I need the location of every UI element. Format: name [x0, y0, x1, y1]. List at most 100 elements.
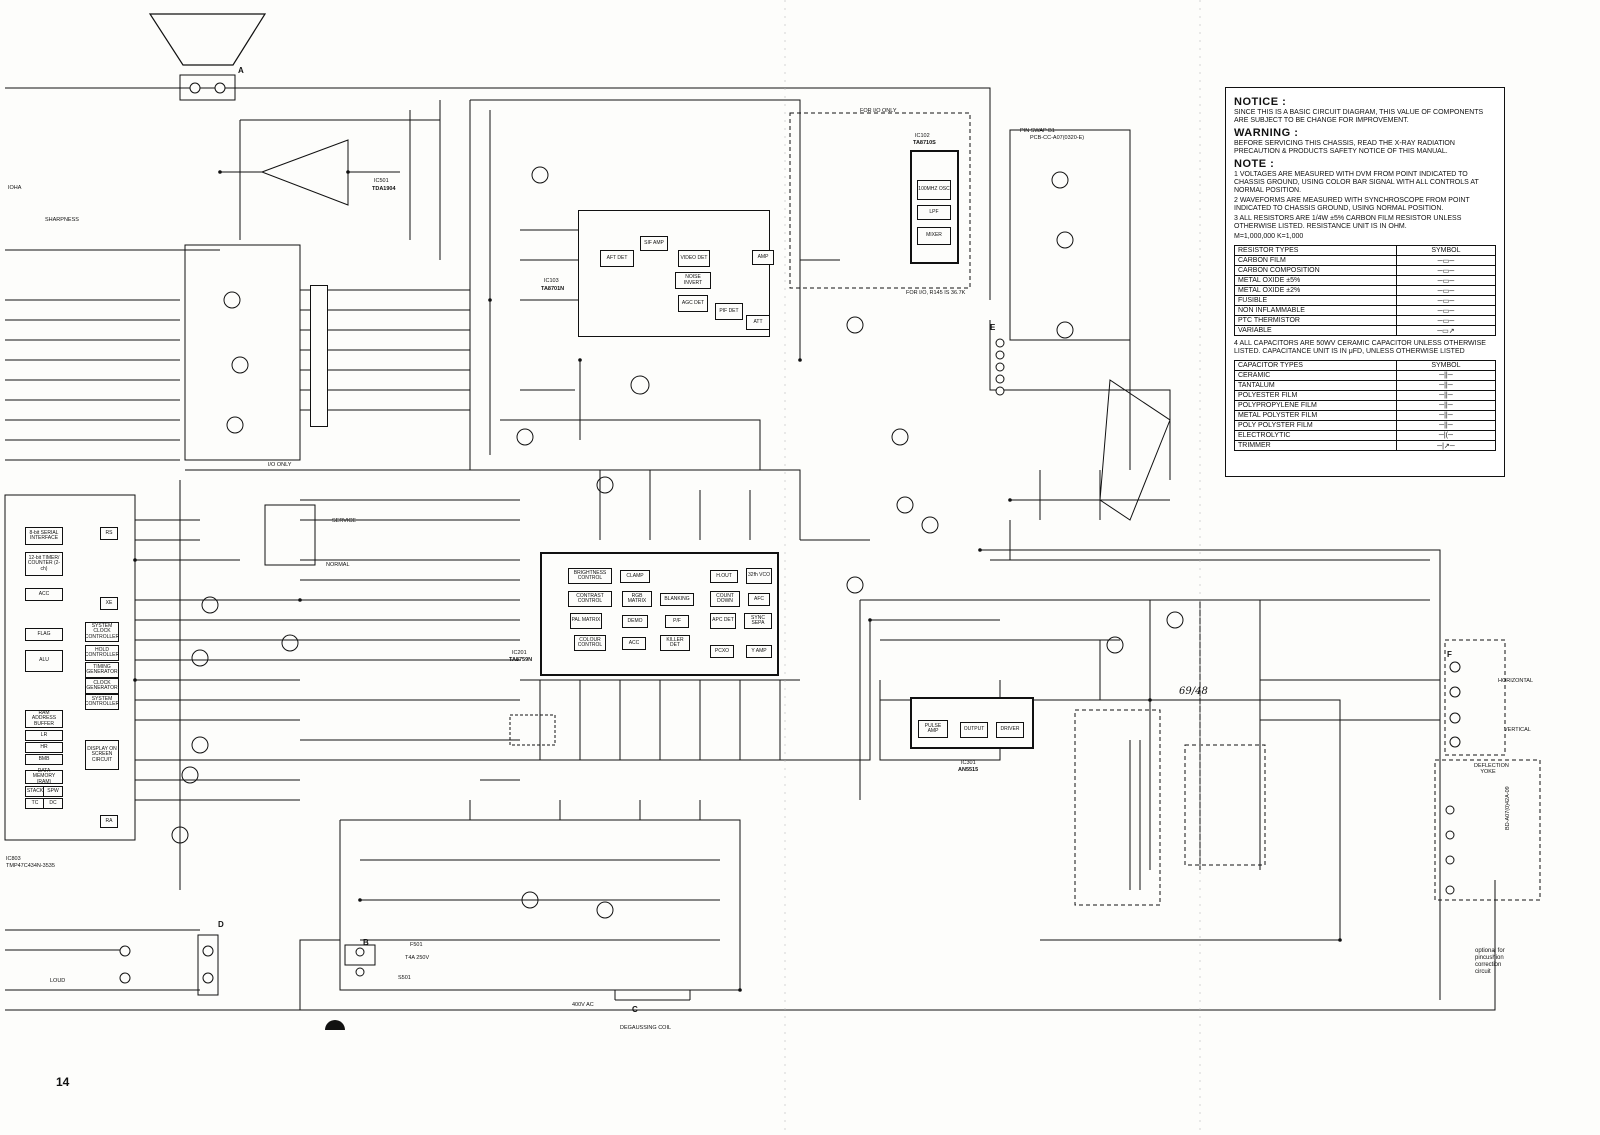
chroma-count-down: COUNT DOWN — [710, 591, 740, 607]
if-block-noise-invert: NOISE INVERT — [675, 272, 711, 289]
capacitor-symbol: ─||─ — [1395, 400, 1497, 411]
ic-chroma-part: TA8759N — [509, 657, 533, 663]
connector-d: D — [218, 920, 224, 929]
vertical-label: VERTICAL — [1504, 727, 1531, 733]
chroma-y-amp: Y AMP — [746, 645, 772, 658]
chroma-brightness: BRIGHTNESS CONTROL — [568, 568, 612, 584]
resistor-header-type: RESISTOR TYPES — [1234, 245, 1397, 256]
deflection-yoke-label: DEFLECTION YOKE — [1474, 763, 1509, 775]
capacitor-symbol: ─||─ — [1395, 420, 1497, 431]
micro-system-controller: SYSTEM CONTROLLER — [85, 694, 119, 710]
fuse-ref: F501 — [410, 942, 423, 948]
ic-if-part: TA8701N — [541, 286, 565, 292]
capacitor-symbol: ─||─ — [1395, 380, 1497, 391]
vert-driver: DRIVER — [996, 722, 1024, 738]
capacitor-type-row: POLYPROPYLENE FILM — [1234, 400, 1397, 411]
resistor-type-row: CARBON COMPOSITION — [1234, 265, 1397, 276]
micro-rs: RS — [100, 527, 118, 540]
resistor-symbol: ─▭↗ — [1395, 325, 1497, 336]
micro-tc: TC — [25, 798, 45, 809]
micro-system-clock: SYSTEM CLOCK CONTROLLER — [85, 622, 119, 642]
micro-lr: LR — [25, 730, 63, 741]
ac-note: 400V AC — [572, 1002, 594, 1008]
chroma-apc-det: APC DET — [710, 613, 736, 629]
chroma-clamp: CLAMP — [620, 570, 650, 583]
micro-xe: XE — [100, 597, 118, 610]
note-1: 1 VOLTAGES ARE MEASURED WITH DVM FROM PO… — [1234, 171, 1479, 194]
resistor-type-row: CARBON FILM — [1234, 255, 1397, 266]
resistor-type-row: VARIABLE — [1234, 325, 1397, 336]
capacitor-type-row: ELECTROLYTIC — [1234, 430, 1397, 441]
tuner-block-osc: 100MHZ OSC — [917, 180, 951, 200]
if-ic-box — [578, 210, 770, 337]
sharpness-label: SHARPNESS — [45, 217, 79, 223]
note-4: M=1,000,000 K=1,000 — [1234, 233, 1304, 240]
chroma-pf: P/F — [665, 615, 689, 628]
micro-flag: FLAG — [25, 628, 63, 641]
ic-tuner-ref: IC102 — [915, 133, 930, 139]
chroma-vco: 32fh VCO — [746, 568, 772, 584]
micro-timing-generator: TIMING GENERATOR — [85, 662, 119, 678]
ic-audio-part: TDA1904 — [372, 186, 396, 192]
resistor-symbol: ─▭─ — [1395, 285, 1497, 296]
ic-chroma-ref: IC201 — [512, 650, 527, 656]
resistor-type-row: METAL OXIDE ±5% — [1234, 275, 1397, 286]
capacitor-type-row: POLY POLYSTER FILM — [1234, 420, 1397, 431]
pcb-label: PCB-CC-A07(0320-E) — [1030, 135, 1085, 141]
handwritten-note: 69/48 — [1179, 686, 1208, 697]
io-only-label: I/O ONLY — [268, 462, 292, 468]
resistor-type-row: NON INFLAMMABLE — [1234, 305, 1397, 316]
chroma-rgb-matrix: RGB MATRIX — [622, 591, 652, 607]
capacitor-type-row: TANTALUM — [1234, 380, 1397, 391]
micro-data-memory: DATA MEMORY (RAM) — [25, 768, 63, 785]
micro-alu: ALU — [25, 650, 63, 672]
micro-hr: HR — [25, 742, 63, 753]
if-block-agc-det: AGC DET — [678, 295, 708, 312]
resistor-symbol: ─▭─ — [1395, 255, 1497, 266]
connector-a: A — [238, 66, 244, 75]
resistor-symbol: ─▭─ — [1395, 305, 1497, 316]
note-3: 3 ALL RESISTORS ARE 1/4W ±5% CARBON FILM… — [1234, 215, 1462, 230]
if-block-sif-amp: SIF AMP — [640, 236, 668, 251]
tuner-block-mixer: MIXER — [917, 227, 951, 245]
micro-clock-generator: CLOCK GENERATOR — [85, 678, 119, 694]
chroma-demo: DEMO — [622, 615, 648, 628]
degaussing-coil-label: DEGAUSSING COIL — [620, 1025, 672, 1031]
pin-header — [310, 285, 328, 427]
fuse-value: T4A 250V — [405, 955, 430, 961]
vert-pulse-amp: PULSE AMP — [918, 720, 948, 738]
connector-e: E — [990, 323, 996, 332]
micro-acc: ACC — [25, 588, 63, 601]
chroma-blanking: BLANKING — [660, 593, 694, 606]
capacitor-type-row: METAL POLYSTER FILM — [1234, 410, 1397, 421]
micro-serial-interface: 8-bit SERIAL INTERFACE — [25, 527, 63, 545]
tuner-block-lpf: LPF — [917, 205, 951, 220]
connector-c: C — [632, 1005, 638, 1014]
micro-hold-controller: HOLD CONTROLLER — [85, 645, 119, 661]
resistor-symbol: ─▭─ — [1395, 265, 1497, 276]
chroma-h-out: H.OUT — [710, 570, 738, 583]
if-block-pif-det: PIF DET — [715, 303, 743, 320]
micro-dc: DC — [43, 798, 63, 809]
capacitor-type-row: POLYESTER FILM — [1234, 390, 1397, 401]
if-block-aft-det: AFT DET — [600, 250, 634, 267]
capacitor-type-row: TRIMMER — [1234, 440, 1397, 451]
resistor-symbol: ─▭─ — [1395, 275, 1497, 286]
chroma-contrast: CONTRAST CONTROL — [568, 591, 612, 607]
chroma-afc: AFC — [748, 593, 770, 606]
resistor-header-symbol: SYMBOL — [1395, 245, 1497, 256]
connector-b: B — [363, 938, 369, 947]
note-2: 2 WAVEFORMS ARE MEASURED WITH SYNCHROSCO… — [1234, 197, 1470, 212]
capacitor-note: 4 ALL CAPACITORS ARE 50WV CERAMIC CAPACI… — [1234, 340, 1486, 355]
switch-ref: S501 — [398, 975, 411, 981]
loud-label: LOUD — [50, 978, 66, 984]
capacitor-symbol: ─|(─ — [1395, 430, 1497, 441]
for-io-resistor-label: FOR I/O, R145 IS 36.7K — [906, 290, 966, 296]
ic-vertical-part: AN5515 — [958, 767, 979, 773]
micro-ra: RA — [100, 815, 118, 828]
capacitor-type-row: CERAMIC — [1234, 370, 1397, 381]
chroma-pal-matrix: PAL MATRIX — [570, 613, 602, 629]
pin-swap-label: PIN SWAP B1 — [1020, 128, 1055, 134]
